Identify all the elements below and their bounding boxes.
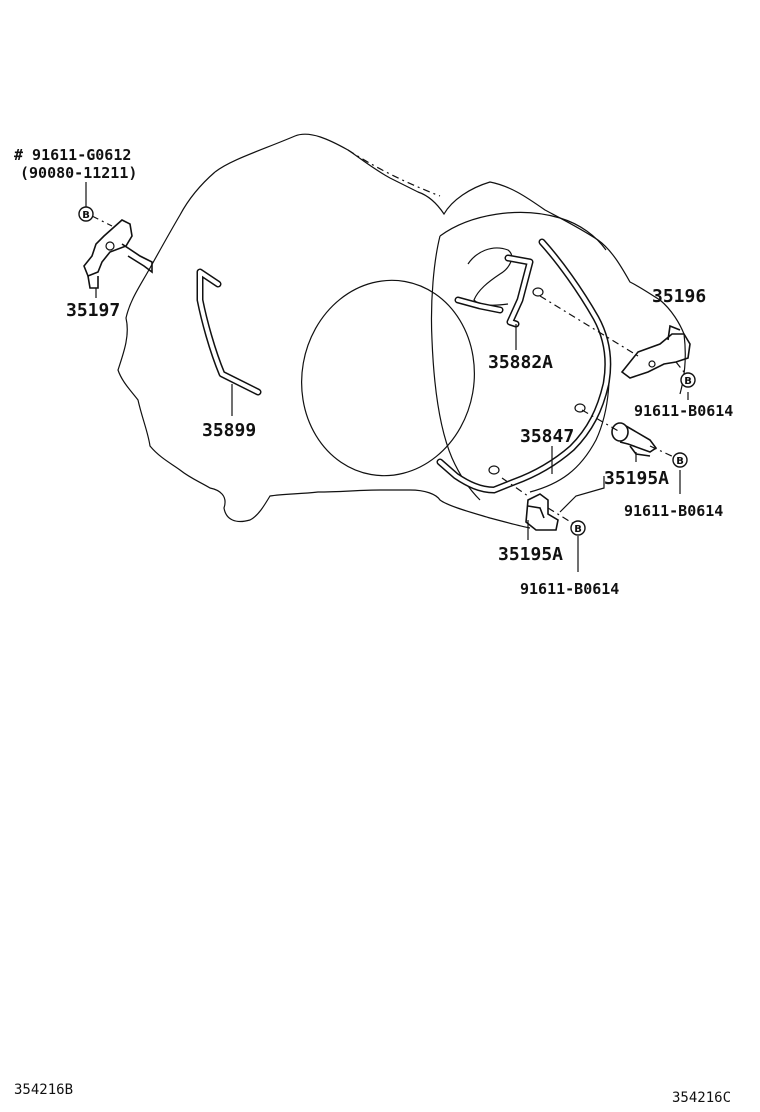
bolt-marker-35195A-upper: B bbox=[672, 452, 688, 468]
label-35195A-b: 35195A bbox=[498, 544, 563, 565]
bolt-marker-35195A-lower: B bbox=[570, 520, 586, 536]
label-90080-11211: (90080-11211) bbox=[20, 164, 137, 182]
tube-35847 bbox=[436, 238, 612, 494]
clamp-35196 bbox=[620, 324, 691, 400]
label-91611-B0614-a: 91611-B0614 bbox=[634, 402, 733, 420]
tube-35899 bbox=[196, 268, 262, 416]
dash-leader-35195A-a bbox=[581, 409, 621, 433]
bolt-marker-35196: B bbox=[680, 372, 696, 388]
label-35196: 35196 bbox=[652, 286, 706, 307]
label-35899: 35899 bbox=[202, 420, 256, 441]
svg-text:B: B bbox=[676, 456, 684, 467]
clamp-35197 bbox=[83, 215, 153, 298]
label-91611-G0612: # 91611-G0612 bbox=[14, 146, 131, 164]
clamp-35195A-lower bbox=[525, 476, 605, 572]
clamp-35195A-upper bbox=[611, 422, 681, 494]
footer-code-left: 354216B bbox=[14, 1082, 73, 1098]
dash-leader-35195A-b bbox=[501, 477, 529, 497]
label-35847: 35847 bbox=[520, 426, 574, 447]
dash-leader-35196 bbox=[539, 295, 639, 357]
svg-text:B: B bbox=[574, 524, 582, 535]
label-35195A-a: 35195A bbox=[604, 468, 669, 489]
bolt-marker-35197: B bbox=[78, 182, 94, 222]
label-35882A: 35882A bbox=[488, 352, 553, 373]
label-91611-B0614-c: 91611-B0614 bbox=[520, 580, 619, 598]
tube-35882A bbox=[454, 247, 534, 350]
svg-text:B: B bbox=[82, 210, 90, 221]
label-35197: 35197 bbox=[66, 300, 120, 321]
svg-text:B: B bbox=[684, 376, 692, 387]
label-91611-B0614-b: 91611-B0614 bbox=[624, 502, 723, 520]
footer-code-right: 354216C bbox=[672, 1090, 731, 1106]
